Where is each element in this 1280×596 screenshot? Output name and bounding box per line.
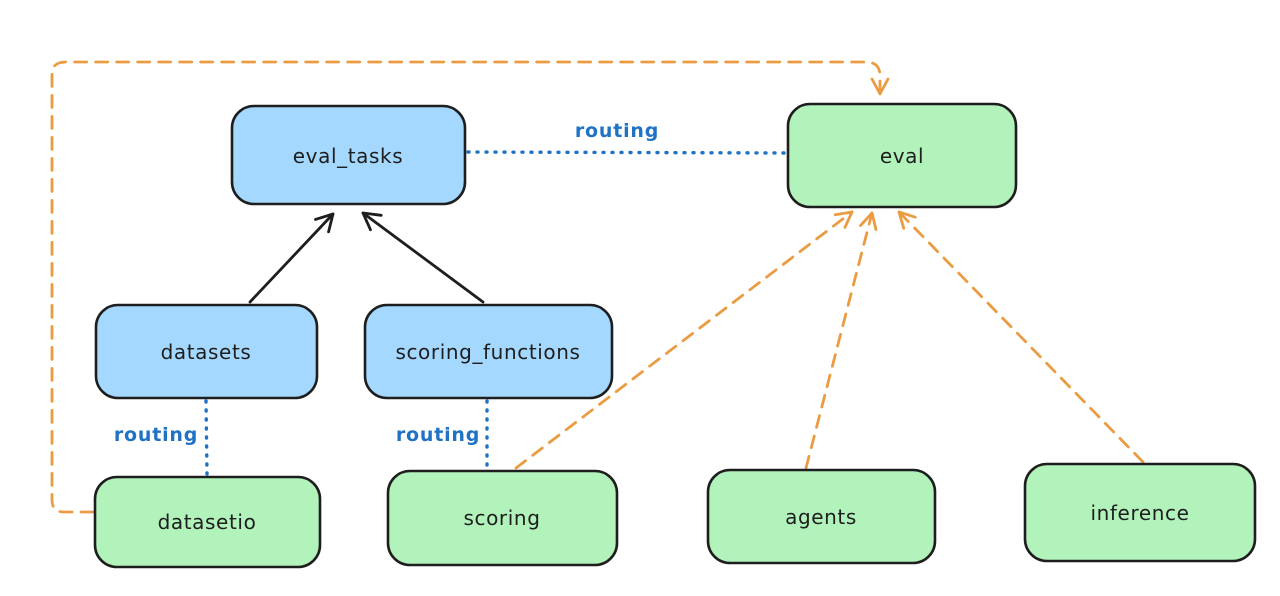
edge-datasets-to-datasetio [204, 399, 209, 476]
node-agents-label: agents [785, 505, 857, 529]
routing-label-datasets-datasetio: routing [114, 424, 198, 446]
node-scoring-functions-box [363, 303, 614, 400]
node-datasets: datasets [94, 303, 319, 400]
node-datasets-label: datasets [161, 340, 252, 364]
node-eval-tasks: eval_tasks [230, 104, 467, 206]
node-eval-label: eval [880, 144, 924, 168]
node-inference: inference [1023, 462, 1257, 563]
node-eval-box [786, 102, 1018, 209]
edge-datasets-to-eval-tasks [248, 212, 335, 304]
node-scoring-box [386, 469, 619, 567]
node-eval-tasks-box [230, 104, 467, 206]
node-eval-tasks-label: eval_tasks [293, 144, 403, 168]
edge-inference-to-eval [897, 210, 1145, 464]
edge-datasetio-to-eval [50, 60, 890, 514]
node-scoring-label: scoring [463, 506, 540, 530]
node-scoring: scoring [386, 469, 619, 567]
edge-scoring-functions-to-eval-tasks [361, 211, 485, 304]
node-agents-box [706, 468, 937, 565]
routing-label-scoring-functions-scoring: routing [396, 424, 480, 446]
edge-scoring-to-eval [514, 210, 854, 470]
node-inference-box [1023, 462, 1257, 563]
node-agents: agents [706, 468, 937, 565]
node-inference-label: inference [1090, 501, 1189, 525]
node-scoring-functions-label: scoring_functions [395, 340, 580, 364]
edge-agents-to-eval [804, 211, 878, 470]
routing-label-eval-tasks-eval: routing [575, 120, 659, 142]
node-datasetio-box [93, 475, 322, 569]
node-eval: eval [786, 102, 1018, 209]
node-datasetio-label: datasetio [158, 510, 257, 534]
node-datasetio: datasetio [93, 475, 322, 569]
edge-eval-tasks-to-eval [466, 150, 788, 155]
node-datasets-box [94, 303, 319, 400]
node-scoring-functions: scoring_functions [363, 303, 614, 400]
